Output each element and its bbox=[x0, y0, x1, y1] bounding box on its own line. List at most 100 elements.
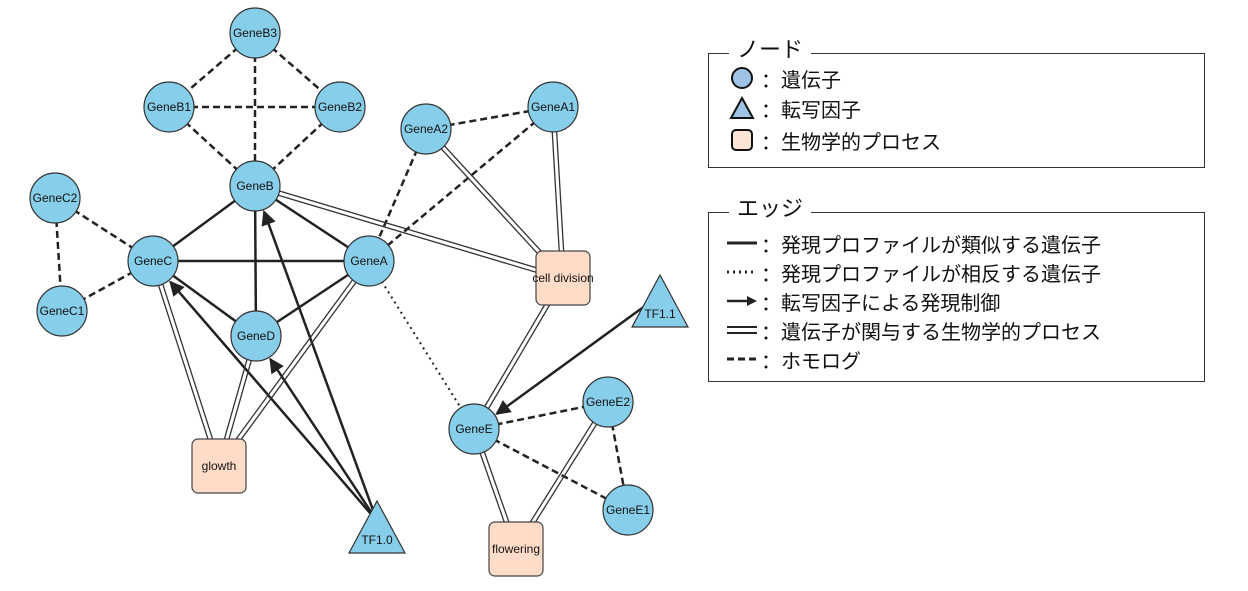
transcription-factor-triangle-icon bbox=[723, 94, 761, 122]
legend-opposite-label: ：発現プロファイルが相反する遺伝子 bbox=[761, 261, 1101, 286]
solid-line-icon bbox=[723, 229, 761, 257]
node-label-GeneA2: GeneA2 bbox=[404, 122, 448, 136]
node-label-GeneC2: GeneC2 bbox=[33, 191, 78, 205]
edge-GeneB-celldiv bbox=[254, 183, 564, 281]
node-label-GeneB3: GeneB3 bbox=[233, 26, 277, 40]
legend-homolog-label: ：ホモログ bbox=[761, 348, 861, 373]
edge-GeneE-GeneE1 bbox=[473, 427, 629, 512]
gene-node-circle bbox=[230, 310, 282, 362]
gene-node-circle bbox=[343, 235, 395, 287]
node-GeneA1[interactable]: GeneA1 bbox=[527, 81, 579, 133]
node-label-GeneB: GeneB bbox=[236, 179, 273, 193]
legend-row-regulation: ：転写因子による発現制御 bbox=[723, 287, 1000, 315]
legend-row-process-edge: ：遺伝子が関与する生物学的プロセス bbox=[723, 316, 1101, 344]
tf-node-triangle bbox=[630, 273, 690, 328]
legend-process-label: ：生物学的プロセス bbox=[761, 129, 941, 154]
node-GeneC1[interactable]: GeneC1 bbox=[36, 285, 88, 337]
edge-TF1.0-GeneD bbox=[269, 357, 379, 522]
node-label-GeneB1: GeneB1 bbox=[147, 100, 191, 114]
edge-TF1.0-GeneC bbox=[169, 280, 378, 522]
node-label-GeneA1: GeneA1 bbox=[531, 100, 575, 114]
legend-process-edge-label: ：遺伝子が関与する生物学的プロセス bbox=[761, 319, 1101, 344]
legend-row-tf: ：転写因子 bbox=[723, 94, 861, 122]
edge-legend: エッジ ：発現プロファイルが類似する遺伝子 ：発現プロファイルが相反する遺伝子 … bbox=[708, 196, 1205, 382]
node-legend-title: ノード bbox=[729, 37, 812, 65]
dotted-line-icon bbox=[723, 258, 761, 286]
node-label-GeneE: GeneE bbox=[455, 422, 492, 436]
edge-TF1.1-GeneE bbox=[495, 293, 661, 416]
edge-legend-title: エッジ bbox=[729, 196, 812, 224]
node-GeneC2[interactable]: GeneC2 bbox=[29, 172, 81, 224]
edge-GeneA1-GeneA bbox=[368, 106, 554, 262]
node-GeneD[interactable]: GeneD bbox=[230, 310, 282, 362]
node-label-GeneA: GeneA bbox=[350, 254, 387, 268]
edge-GeneB2-GeneB bbox=[254, 106, 341, 187]
legend-similar-label: ：発現プロファイルが類似する遺伝子 bbox=[761, 232, 1101, 257]
process-square-icon bbox=[723, 126, 761, 154]
gene-node-circle bbox=[582, 376, 634, 428]
edge-TF1.0-GeneB bbox=[261, 210, 379, 522]
legend-regulation-label: ：転写因子による発現制御 bbox=[761, 290, 1001, 315]
gene-node-circle bbox=[143, 81, 195, 133]
node-GeneB1[interactable]: GeneB1 bbox=[143, 81, 195, 133]
arrow-line-icon bbox=[723, 287, 761, 315]
dashed-line-icon bbox=[723, 345, 761, 373]
gene-node-circle bbox=[400, 103, 452, 155]
node-label-TF1.1: TF1.1 bbox=[644, 307, 676, 321]
node-label-GeneE1: GeneE1 bbox=[606, 503, 650, 517]
edge-GeneB1-GeneB bbox=[168, 106, 256, 187]
node-label-TF1.0: TF1.0 bbox=[361, 533, 393, 547]
process-node-box bbox=[488, 521, 544, 577]
edge-GeneC2-GeneC bbox=[54, 196, 154, 263]
gene-node-circle bbox=[36, 285, 88, 337]
node-GeneB[interactable]: GeneB bbox=[229, 160, 281, 212]
node-TF1.1[interactable]: TF1.1 bbox=[630, 273, 690, 328]
tf-node-triangle bbox=[347, 499, 407, 554]
double-line-icon bbox=[723, 316, 761, 344]
gene-node-circle bbox=[29, 172, 81, 224]
node-label-glowth: glowth bbox=[202, 459, 237, 473]
gene-node-circle bbox=[229, 7, 281, 59]
node-GeneB3[interactable]: GeneB3 bbox=[229, 7, 281, 59]
node-GeneE1[interactable]: GeneE1 bbox=[602, 484, 654, 536]
node-GeneA2[interactable]: GeneA2 bbox=[400, 103, 452, 155]
node-legend: ノード ：遺伝子 ：転写因子 ：生物学的プロセス bbox=[708, 37, 1205, 168]
legend-gene-label: ：遺伝子 bbox=[761, 67, 841, 92]
legend-tf-label: ：転写因子 bbox=[761, 97, 861, 122]
gene-node-circle bbox=[602, 484, 654, 536]
gene-circle-icon bbox=[723, 64, 761, 92]
node-TF1.0[interactable]: TF1.0 bbox=[347, 499, 407, 554]
legend-row-opposite: ：発現プロファイルが相反する遺伝子 bbox=[723, 258, 1101, 286]
node-GeneE[interactable]: GeneE bbox=[448, 403, 500, 455]
legend-row-gene: ：遺伝子 bbox=[723, 64, 841, 92]
edge-GeneC-glowth bbox=[150, 260, 222, 467]
node-label-GeneC1: GeneC1 bbox=[40, 304, 85, 318]
node-label-celldiv: cell division bbox=[532, 271, 593, 285]
process-node-box bbox=[535, 250, 591, 306]
gene-node-circle bbox=[127, 235, 179, 287]
node-label-GeneE2: GeneE2 bbox=[586, 395, 630, 409]
legend-row-similar: ：発現プロファイルが類似する遺伝子 bbox=[723, 229, 1101, 257]
edge-GeneA1-celldiv bbox=[550, 106, 566, 279]
edge-GeneA-GeneE bbox=[368, 260, 475, 430]
node-label-GeneC: GeneC bbox=[134, 254, 172, 268]
legend-row-homolog: ：ホモログ bbox=[723, 345, 861, 373]
node-GeneE2[interactable]: GeneE2 bbox=[582, 376, 634, 428]
node-label-GeneB2: GeneB2 bbox=[318, 100, 362, 114]
node-GeneB2[interactable]: GeneB2 bbox=[314, 81, 366, 133]
node-glowth[interactable]: glowth bbox=[191, 438, 247, 494]
gene-node-circle bbox=[448, 403, 500, 455]
gene-node-circle bbox=[527, 81, 579, 133]
gene-node-circle bbox=[229, 160, 281, 212]
gene-node-circle bbox=[314, 81, 366, 133]
process-node-box bbox=[191, 438, 247, 494]
legend-row-process: ：生物学的プロセス bbox=[723, 126, 941, 154]
node-celldiv[interactable]: cell division bbox=[532, 250, 594, 306]
node-GeneC[interactable]: GeneC bbox=[127, 235, 179, 287]
node-label-flowering: flowering bbox=[492, 542, 540, 556]
node-flowering[interactable]: flowering bbox=[488, 521, 544, 577]
node-GeneA[interactable]: GeneA bbox=[343, 235, 395, 287]
node-label-GeneD: GeneD bbox=[237, 329, 275, 343]
edge-GeneA-glowth bbox=[216, 259, 372, 468]
